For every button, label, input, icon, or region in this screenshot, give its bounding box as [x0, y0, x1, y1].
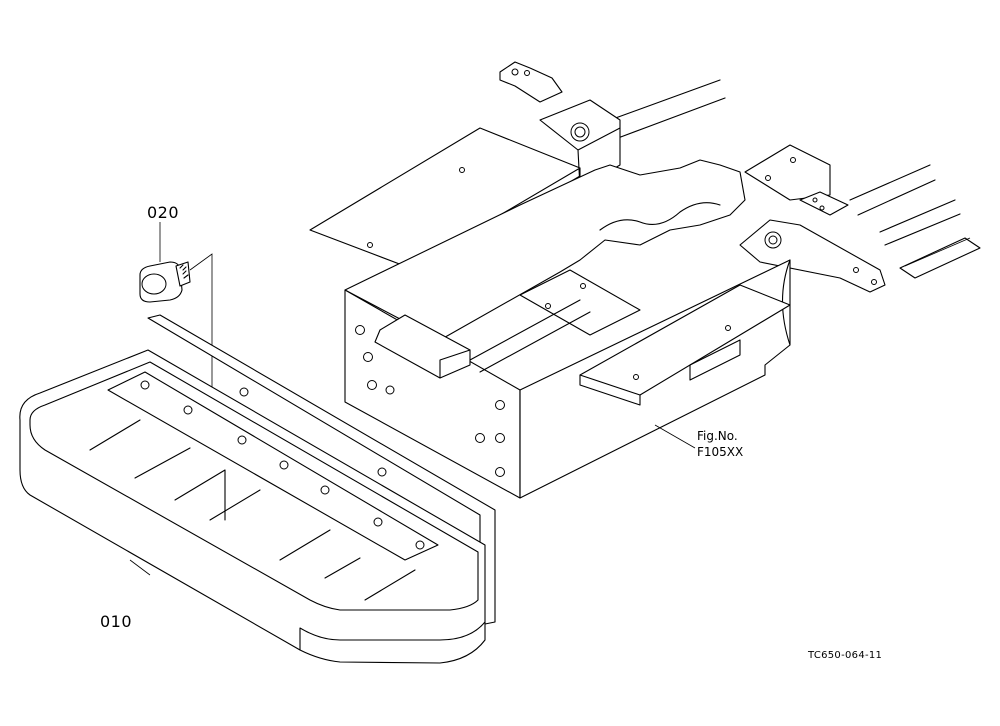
callout-020: 020 [147, 203, 180, 222]
step-part-010 [19, 314, 496, 664]
drawing-code: TC650-064-11 [808, 650, 883, 661]
main-frame [344, 159, 791, 499]
bolt-part-020 [139, 253, 227, 411]
leader-lines [129, 222, 696, 576]
top-mount-bracket [499, 61, 621, 189]
right-brackets [739, 144, 886, 293]
callout-010: 010 [100, 612, 133, 631]
fig-ref-number: F105XX [697, 445, 744, 459]
frame-rails [609, 79, 981, 279]
fig-ref-label: Fig.No. [697, 429, 738, 443]
